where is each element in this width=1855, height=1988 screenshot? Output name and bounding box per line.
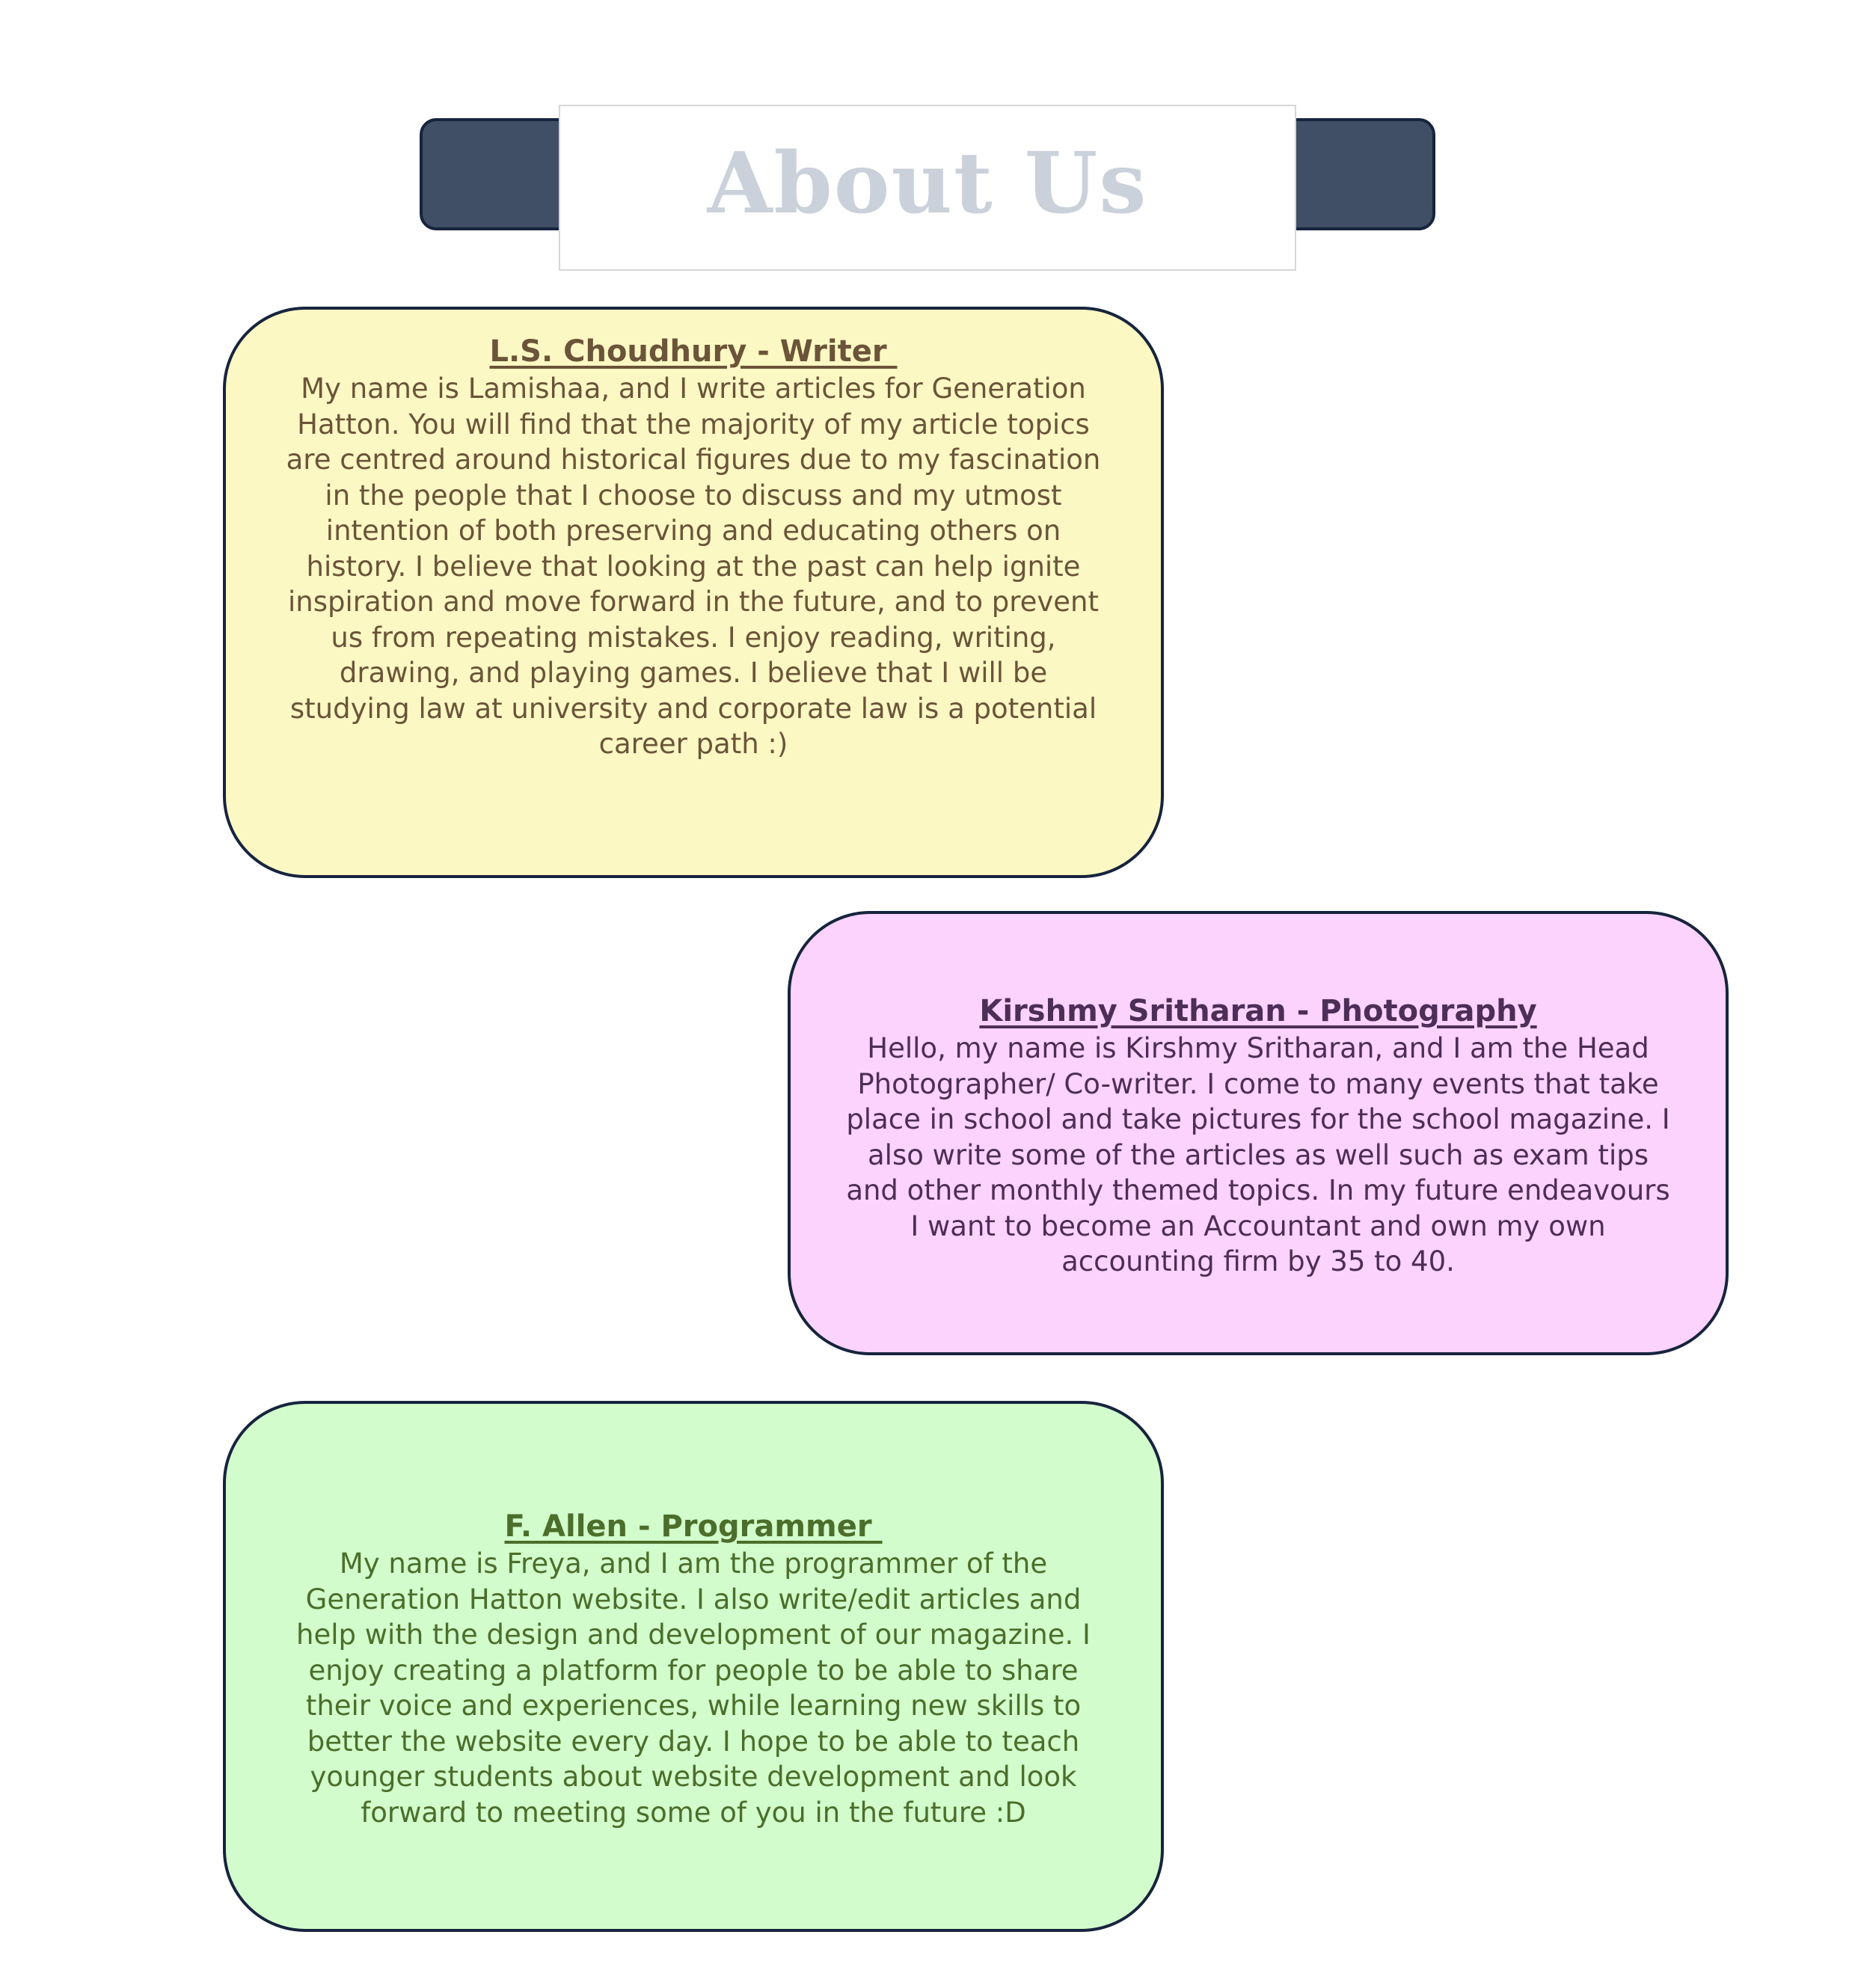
- member-card-photographer: Kirshmy Sritharan - Photography Hello, m…: [788, 911, 1729, 1355]
- member-card-writer: L.S. Choudhury - Writer My name is Lamis…: [223, 307, 1164, 878]
- member-title: F. Allen - Programmer: [504, 1509, 883, 1544]
- title-banner: About Us: [559, 105, 1296, 271]
- member-title: L.S. Choudhury - Writer: [489, 334, 898, 369]
- member-card-programmer: F. Allen - Programmer My name is Freya, …: [223, 1401, 1164, 1932]
- member-bio: My name is Freya, and I am the programme…: [296, 1547, 1091, 1829]
- member-bio: Hello, my name is Kirshmy Sritharan, and…: [846, 1032, 1670, 1277]
- member-title: Kirshmy Sritharan - Photography: [979, 994, 1537, 1028]
- member-bio: My name is Lamishaa, and I write article…: [286, 372, 1101, 760]
- page-title: About Us: [707, 135, 1148, 233]
